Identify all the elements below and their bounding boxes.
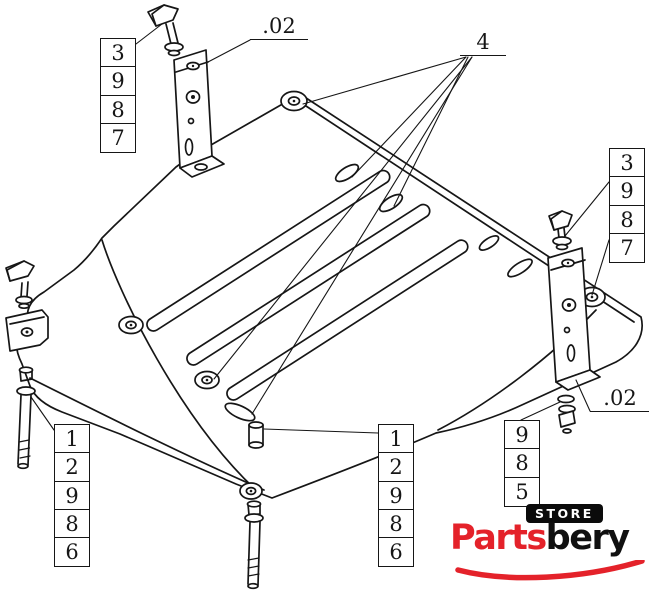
callout-cell: 2	[54, 452, 90, 483]
spacer-bushing	[248, 421, 264, 449]
bracket-left-small	[5, 260, 49, 352]
callout-cell: 9	[504, 420, 540, 450]
callout-stack-bottom-center: 1 2 9 8 6	[378, 424, 414, 568]
callout-cell: 6	[54, 537, 90, 568]
callout-cell: 5	[504, 476, 540, 507]
callout-cell: 8	[378, 508, 414, 539]
logo-brand-black: bery	[545, 518, 630, 558]
logo-store-badge: STORE	[526, 504, 603, 523]
callout-cell: 9	[54, 480, 90, 511]
logo-swoosh	[455, 560, 645, 581]
callout-stack-bottom-left: 1 2 9 8 6	[54, 424, 90, 568]
callout-cell: 9	[609, 176, 645, 207]
callout-cell: 8	[54, 508, 90, 539]
callout-cell: 8	[609, 204, 645, 235]
callout-cell: 6	[378, 537, 414, 568]
bolt-bottom-left	[16, 366, 36, 470]
callout-cell: 3	[100, 38, 136, 68]
fasteners-callout-label: 4	[460, 30, 506, 56]
base-plate	[15, 93, 643, 499]
washer-center	[194, 370, 220, 390]
callout-cell: 7	[100, 122, 136, 153]
leader-lines	[30, 23, 610, 434]
logo-brand-red: Parts	[450, 518, 547, 558]
partsbery-logo: STORE Partsbery	[448, 496, 648, 596]
stiffening-ribs	[146, 169, 469, 401]
callout-cell: 8	[504, 448, 540, 479]
vent-slots	[224, 163, 533, 422]
washer-top	[280, 90, 308, 112]
callout-stack-mid-right: 9 8 5	[504, 420, 540, 507]
callout-stack-top-left: 3 9 8 7	[100, 38, 136, 153]
part-code-label-right: .02	[590, 386, 649, 412]
callout-cell: 2	[378, 452, 414, 483]
logo-wordmark: Partsbery	[450, 518, 630, 558]
mounting-bracket-top-left	[147, 4, 225, 178]
part-code-label-top-left: .02	[250, 14, 308, 40]
callout-cell: 9	[100, 66, 136, 97]
callout-cell: 8	[100, 94, 136, 125]
washer-bottom-corner	[239, 482, 263, 500]
mounting-bracket-right	[547, 210, 601, 434]
bolt-bottom-center	[244, 500, 264, 590]
callout-cell: 7	[609, 232, 645, 263]
callout-cell: 3	[609, 148, 645, 178]
callout-stack-top-right: 3 9 8 7	[609, 148, 645, 263]
washer-left	[118, 315, 144, 335]
callout-cell: 1	[54, 424, 90, 454]
callout-cell: 9	[378, 480, 414, 511]
callout-cell: 1	[378, 424, 414, 454]
